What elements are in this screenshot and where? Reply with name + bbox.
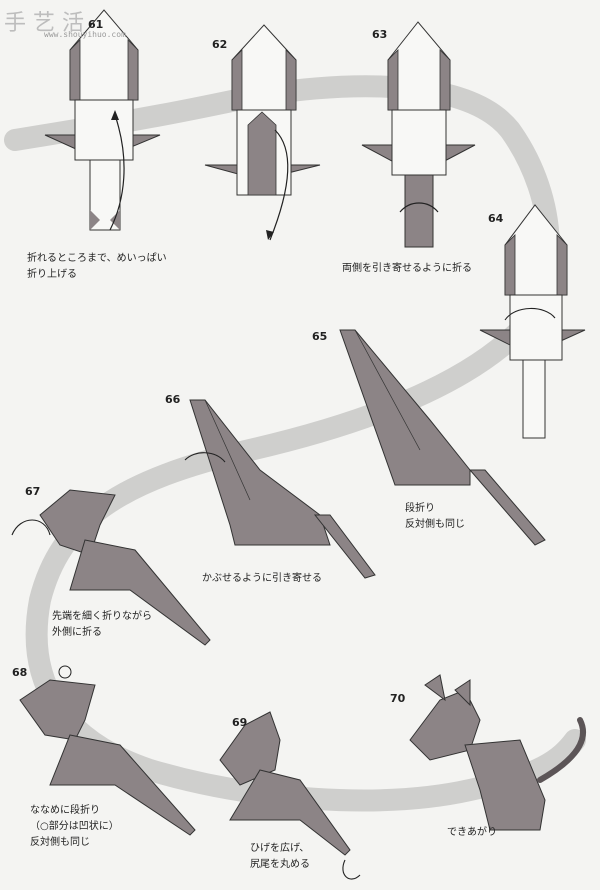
caption-61-line2: 折り上げる [27,269,77,280]
step-66-figure [184,399,376,579]
caption-66: かぶせるように引き寄せる [202,573,322,584]
step-number-69: 69 [232,716,248,729]
caption-67-line2: 外側に折る [52,627,102,638]
caption-69-line1: ひげを広げ、 [250,843,310,854]
step-number-65: 65 [312,330,328,343]
step-number-64: 64 [488,212,504,225]
step-number-67: 67 [25,485,41,498]
caption-65-line1: 段折り [405,503,435,514]
step-69-figure [219,711,361,880]
step-65-figure [339,329,546,546]
step-68-figure [19,665,196,836]
step-number-68: 68 [12,666,28,679]
caption-68-line3: 反対側も同じ [30,837,90,848]
step-62-figure [204,24,321,241]
step-number-63: 63 [372,28,388,41]
step-61-figure [44,9,161,231]
step-number-61: 61 [88,18,104,31]
caption-63: 両側を引き寄せるように折る [342,263,472,274]
caption-69-line2: 尻尾を丸める [250,859,310,870]
watermark-site: www.shouyihuo.com [44,30,126,39]
watermark: 手 艺 活 www.shouyihuo.com [4,4,134,44]
step-67-figure [11,489,211,646]
caption-70: できあがり [447,827,497,838]
caption-68-line2: （○部分は凹状に） [30,821,119,832]
step-number-66: 66 [165,393,181,406]
step-number-70: 70 [390,692,406,705]
step-number-62: 62 [212,38,228,51]
step-70-figure [409,674,587,831]
step-64-figure [479,204,586,439]
watermark-logo: 手 艺 活 [4,11,84,36]
caption-68-line1: ななめに段折り [30,805,100,816]
caption-61-line1: 折れるところまで、めいっぱい [27,253,167,264]
caption-65-line2: 反対側も同じ [405,519,465,530]
svg-text:手 艺 活: 手 艺 活 [4,11,84,36]
caption-67-line1: 先端を細く折りながら [52,611,152,622]
step-63-figure [361,21,476,248]
